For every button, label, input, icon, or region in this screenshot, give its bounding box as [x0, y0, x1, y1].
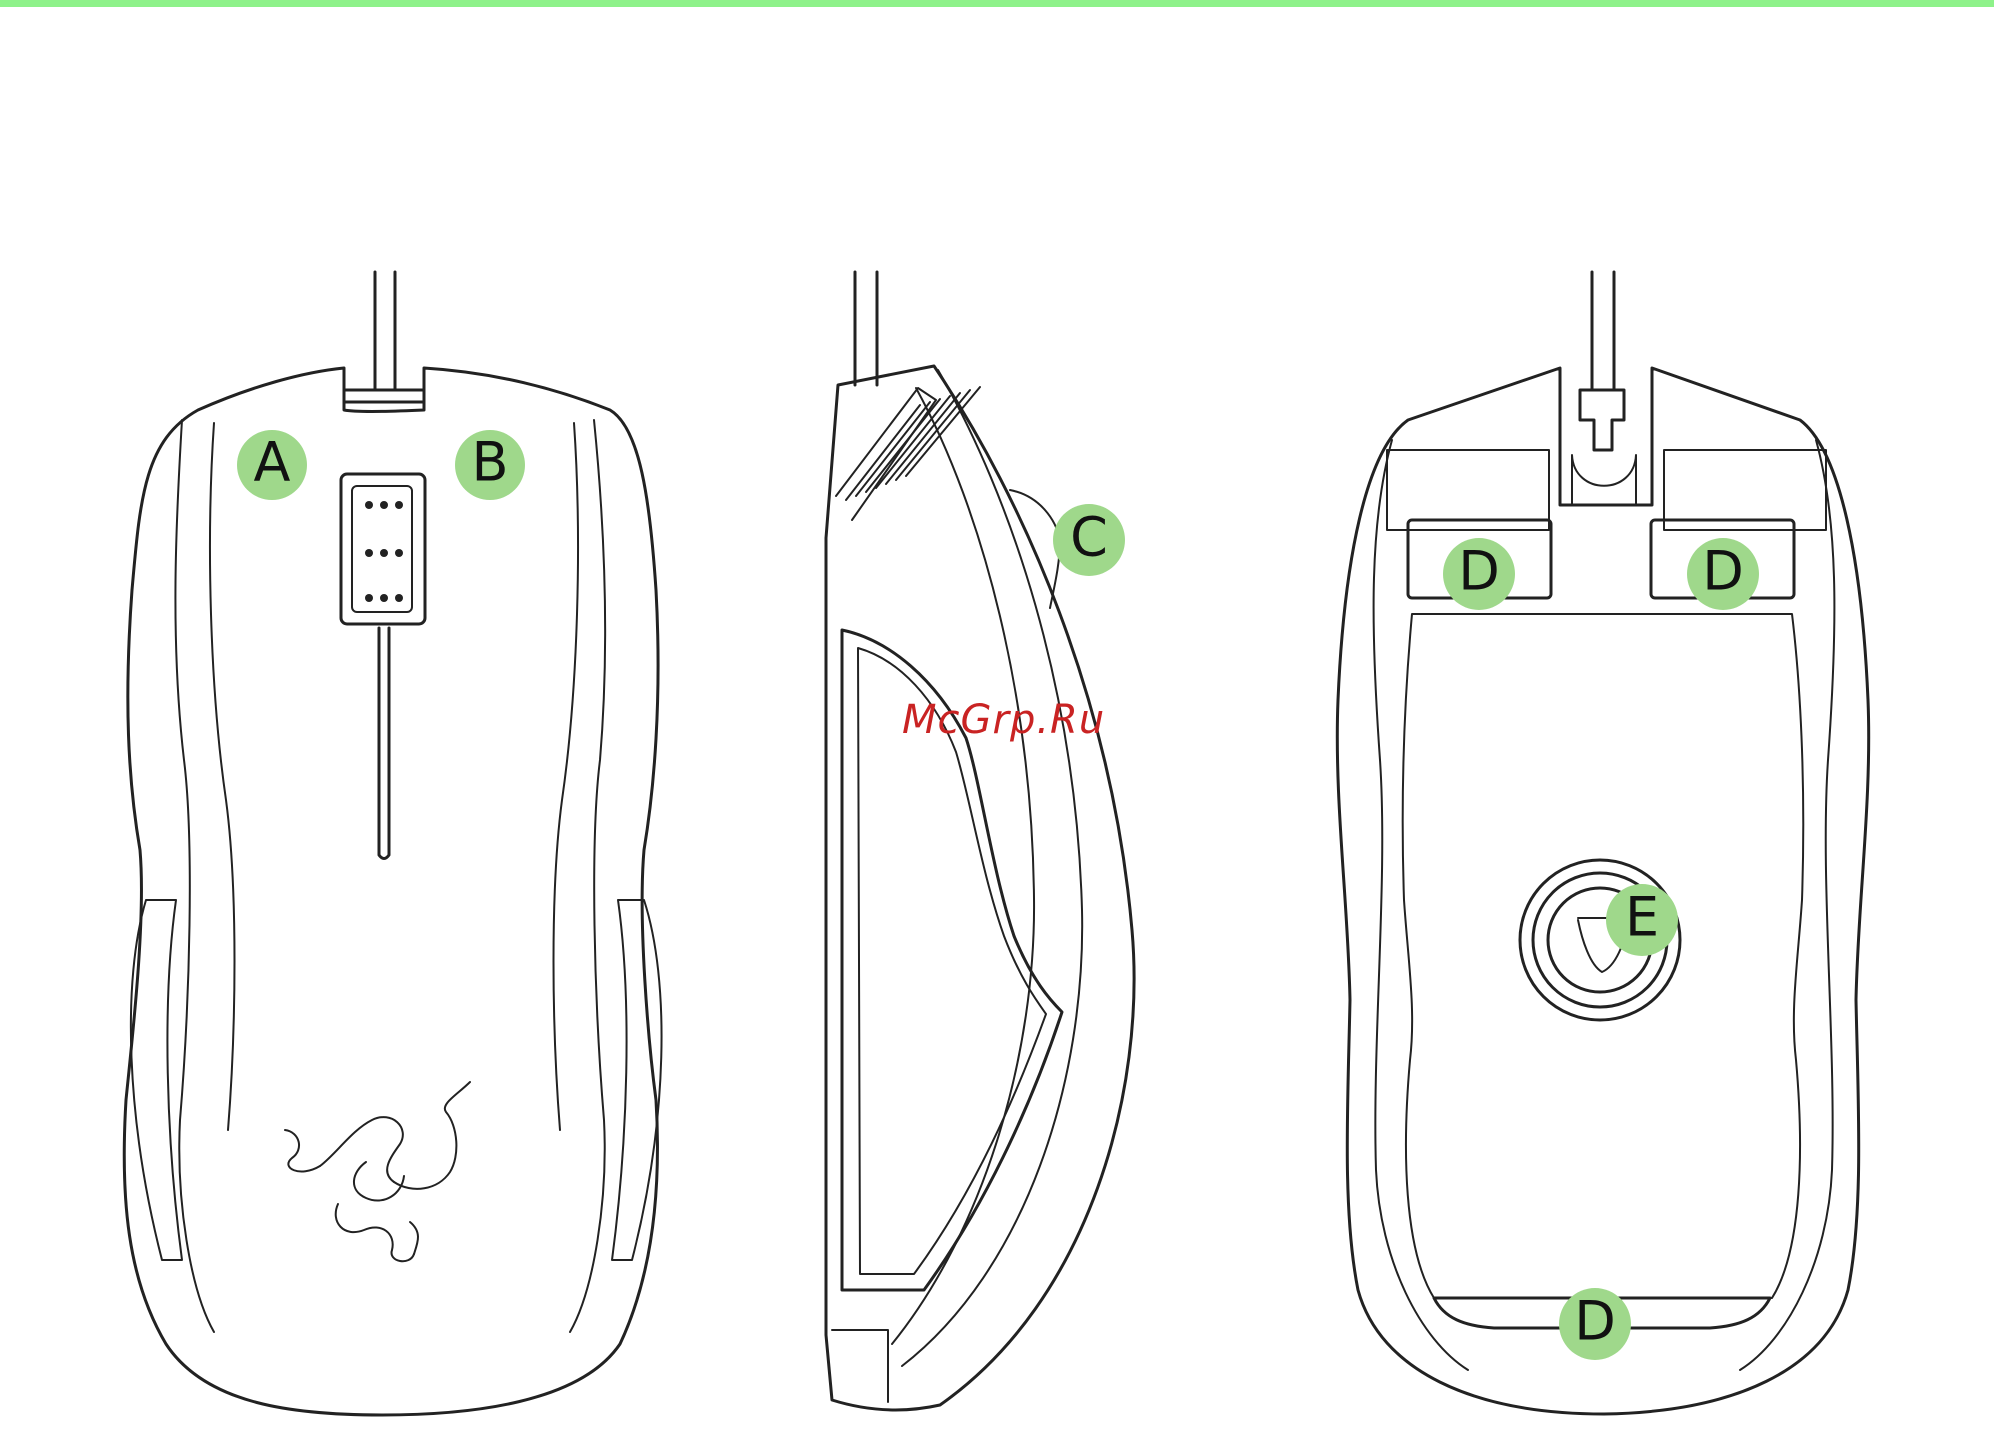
razer-snake-logo: [285, 1082, 470, 1261]
bottom-view-base-plate: [1403, 614, 1804, 1298]
mouse-top-view: A B: [124, 272, 661, 1415]
callout-c: C: [1053, 504, 1125, 576]
scroll-wheel-ridges: [365, 501, 403, 602]
side-view-top-surface: [902, 370, 1082, 1366]
callout-b-label: B: [471, 431, 508, 494]
top-view-left-panel: [175, 420, 214, 1332]
bottom-view-left-grille: [1387, 450, 1549, 530]
bottom-view-cable: [1592, 272, 1614, 390]
bottom-view-cable-exit: [1572, 455, 1636, 505]
callout-e-label: E: [1625, 886, 1659, 949]
top-view-cable-boot: [344, 390, 424, 402]
callout-d-rear-label: D: [1574, 1290, 1616, 1353]
top-view-left-inner: [210, 423, 235, 1130]
bottom-view-right-grille: [1664, 450, 1826, 530]
top-view-right-inner: [554, 423, 579, 1130]
callout-d-rear: D: [1559, 1288, 1631, 1360]
callout-d-left-label: D: [1458, 540, 1500, 603]
mouse-side-view: C: [826, 272, 1134, 1410]
callout-e: E: [1606, 884, 1678, 956]
side-view-cable: [855, 272, 877, 385]
bottom-view-cable-strain-relief: [1580, 390, 1624, 450]
callout-b: B: [455, 430, 525, 500]
callout-a: A: [237, 430, 307, 500]
top-view-cable: [375, 272, 395, 390]
callout-d-left: D: [1443, 538, 1515, 610]
side-view-bottom-lip: [832, 1330, 888, 1402]
top-view-center-groove: [379, 628, 389, 859]
callout-a-label: A: [254, 431, 291, 494]
callout-d-right-label: D: [1702, 540, 1744, 603]
callout-c-label: C: [1070, 506, 1108, 569]
mouse-bottom-view: D D D E: [1337, 272, 1868, 1414]
side-view-front-edge: [836, 388, 936, 520]
watermark-text: McGrp.Ru: [902, 697, 1105, 743]
top-view-right-panel: [570, 420, 605, 1332]
callout-d-right: D: [1687, 538, 1759, 610]
